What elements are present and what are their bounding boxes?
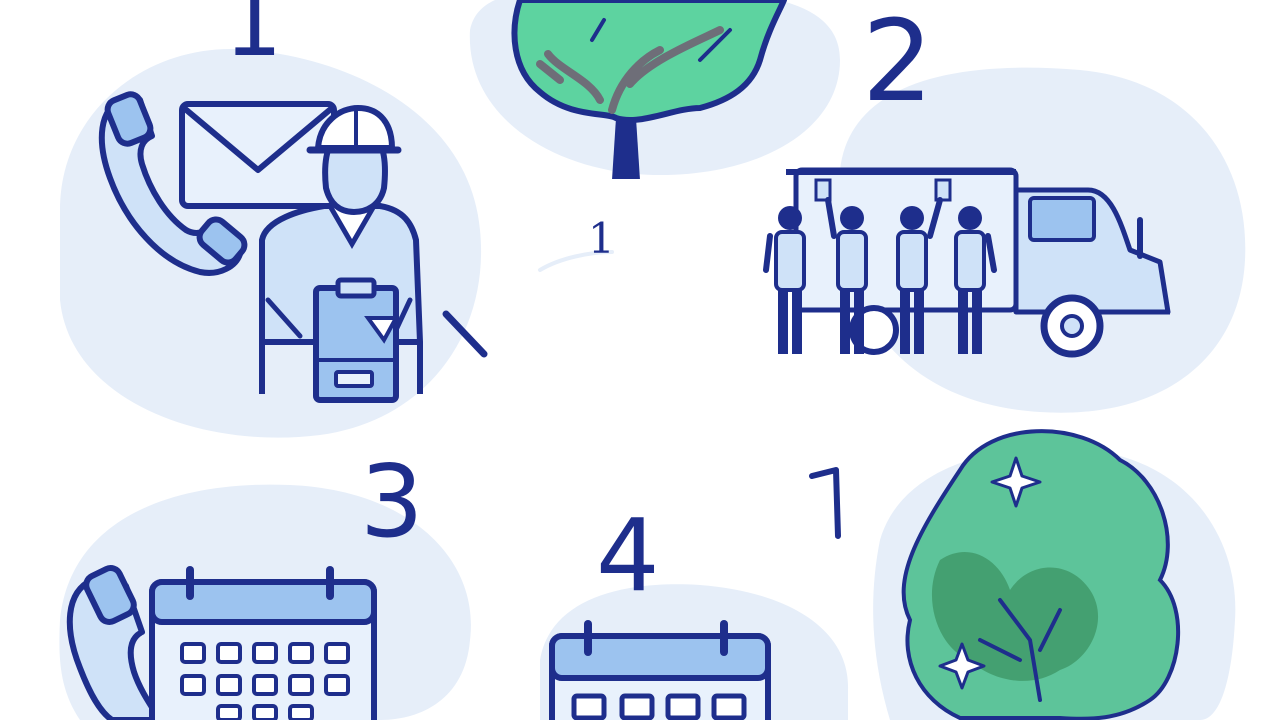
worker-figure	[825, 197, 868, 354]
worker-figure	[896, 197, 943, 354]
step-number-3: 3	[360, 443, 424, 560]
center-label: 1	[588, 214, 615, 263]
calendar-icon	[149, 566, 377, 720]
tree-icon	[901, 429, 1181, 720]
connector-mark	[809, 467, 841, 539]
step-number-1: 1	[224, 0, 283, 77]
step-number-4: 4	[596, 497, 660, 614]
worker-figure	[954, 206, 997, 354]
inspector-icon	[259, 104, 423, 403]
phone-calendar-icon	[66, 565, 377, 720]
center-swoosh	[538, 250, 614, 272]
sparkle-icon	[938, 642, 986, 690]
contact-inspector-icon	[98, 91, 488, 403]
step-number-2: 2	[862, 0, 934, 127]
crew-truck-icon	[763, 167, 1171, 358]
tree-canopy-top-icon	[511, 0, 787, 181]
calendar-icon	[549, 620, 771, 720]
worker-figure	[763, 206, 806, 354]
envelope-icon	[179, 101, 337, 209]
sparkle-icon	[990, 456, 1042, 508]
